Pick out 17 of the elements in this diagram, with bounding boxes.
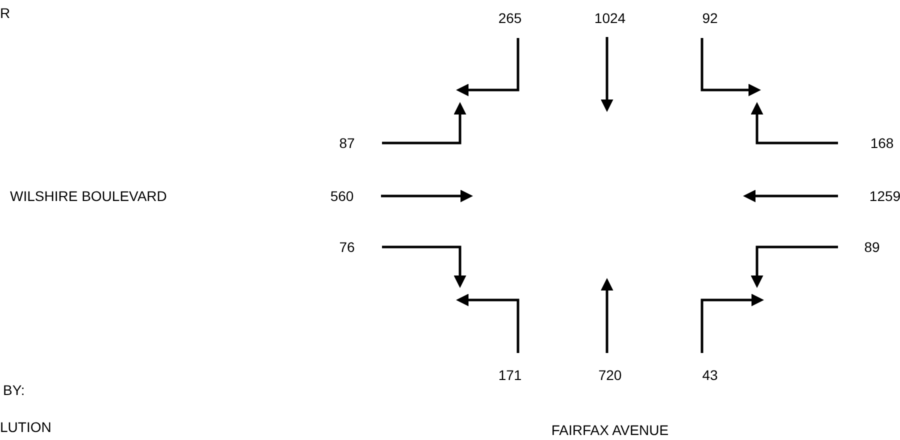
label: 76 — [339, 240, 355, 254]
label: 265 — [498, 11, 522, 25]
label: LUTION — [0, 420, 52, 434]
label: BY: — [3, 383, 25, 397]
label: 171 — [498, 368, 522, 382]
label: 1024 — [594, 11, 626, 25]
label: 87 — [339, 136, 355, 150]
label: WILSHIRE BOULEVARD — [10, 189, 167, 203]
label: R — [0, 6, 10, 20]
label: FAIRFAX AVENUE — [551, 423, 669, 437]
label: 1259 — [869, 189, 900, 203]
label: 43 — [702, 368, 718, 382]
label: 720 — [598, 368, 622, 382]
label: 89 — [864, 240, 880, 254]
label: 560 — [330, 189, 354, 203]
label: 168 — [870, 136, 894, 150]
label: 92 — [702, 11, 718, 25]
